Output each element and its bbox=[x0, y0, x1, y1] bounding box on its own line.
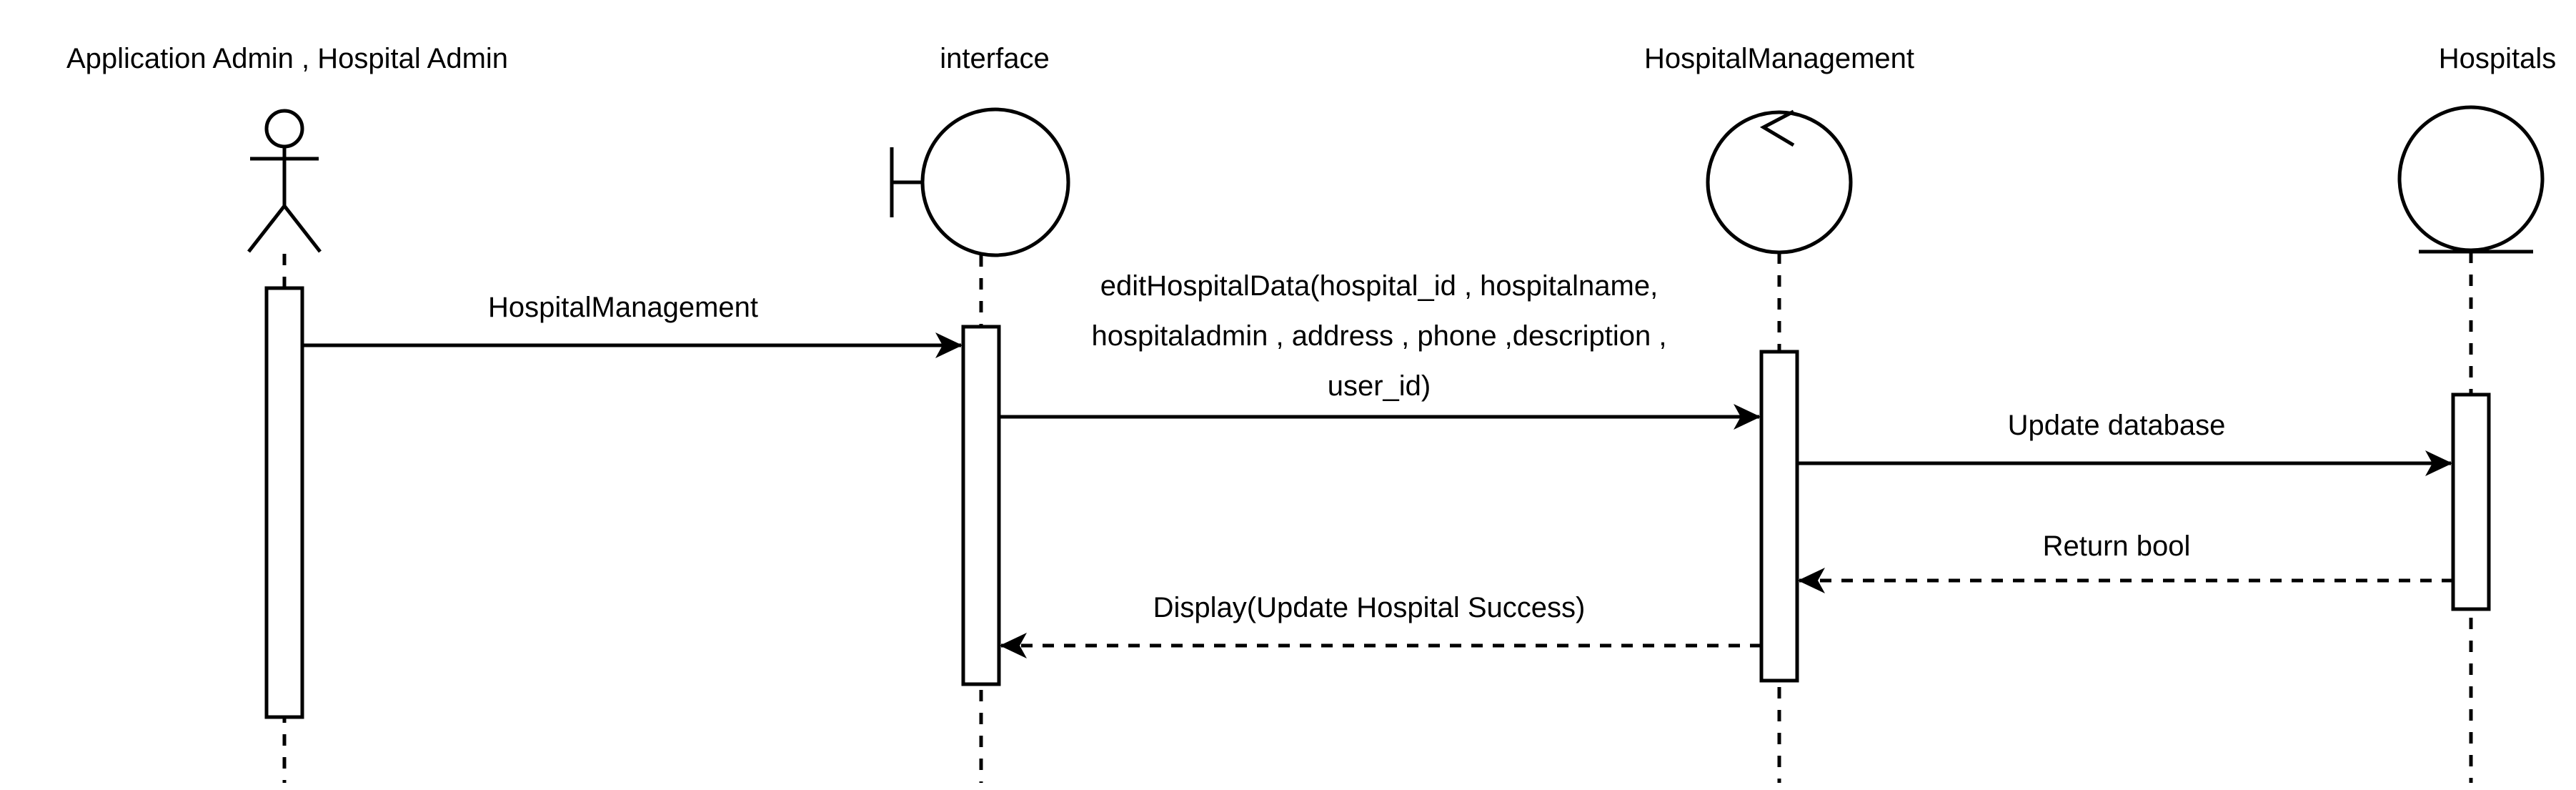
message-label-5: Display(Update Hospital Success) bbox=[1153, 592, 1586, 623]
message-label-2-line-3: user_id) bbox=[1328, 370, 1431, 402]
activation-interface bbox=[961, 325, 1001, 686]
activation-hospital-management bbox=[1759, 350, 1799, 683]
participant-label-hospitals: Hospitals bbox=[2439, 43, 2557, 74]
activation-actor bbox=[264, 286, 304, 719]
activation-hospitals bbox=[2451, 392, 2491, 611]
control-icon bbox=[1706, 109, 1853, 255]
participant-label-actor: Application Admin , Hospital Admin bbox=[66, 43, 508, 74]
message-label-2-line-1: editHospitalData(hospital_id , hospitaln… bbox=[1100, 270, 1658, 302]
participant-label-interface: interface bbox=[940, 43, 1049, 74]
message-label-2-line-2: hospitaladmin , address , phone ,descrip… bbox=[1092, 320, 1667, 352]
actor-icon bbox=[247, 109, 322, 253]
boundary-icon bbox=[890, 107, 1070, 257]
message-label-1: HospitalManagement bbox=[488, 292, 758, 323]
message-label-4: Return bool bbox=[2043, 530, 2191, 562]
message-label-3: Update database bbox=[2008, 410, 2226, 441]
participant-label-hospital-management: HospitalManagement bbox=[1644, 43, 1914, 74]
entity-icon bbox=[2397, 105, 2545, 254]
